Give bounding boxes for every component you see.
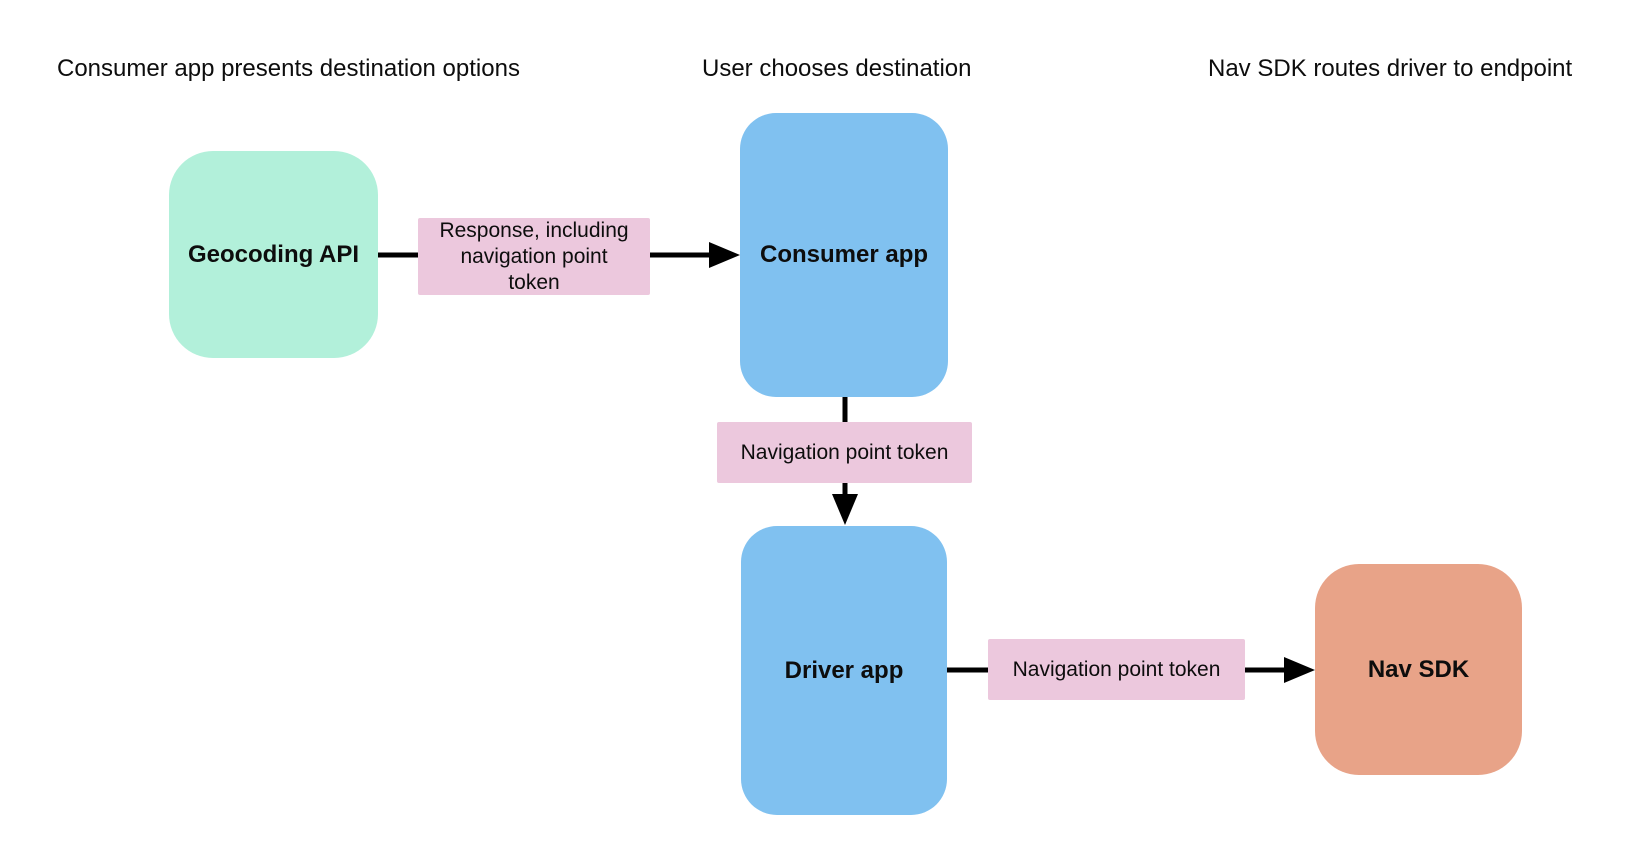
edge-label-navigation-point-token-horizontal: Navigation point token (988, 639, 1245, 700)
node-driver-app: Driver app (741, 526, 947, 815)
node-nav-sdk: Nav SDK (1315, 564, 1522, 775)
node-geocoding-api: Geocoding API (169, 151, 378, 358)
step-heading-consumer-presents: Consumer app presents destination option… (57, 55, 520, 82)
node-consumer-app: Consumer app (740, 113, 948, 397)
edge-label-navigation-point-token-vertical: Navigation point token (717, 422, 972, 483)
node-driver-app-label: Driver app (784, 656, 904, 684)
edge-label-response-token: Response, including navigation point tok… (418, 218, 650, 295)
step-heading-navsdk-routes: Nav SDK routes driver to endpoint (1208, 55, 1573, 82)
node-geocoding-api-label: Geocoding API (187, 240, 360, 268)
step-heading-user-chooses: User chooses destination (702, 55, 972, 82)
node-consumer-app-label: Consumer app (759, 241, 929, 268)
node-nav-sdk-label: Nav SDK (1367, 655, 1470, 683)
